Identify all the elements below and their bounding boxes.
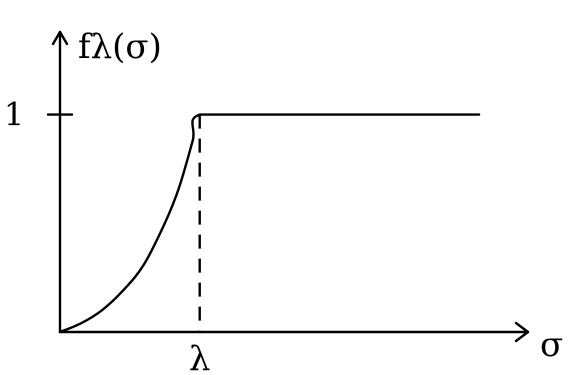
x-tick-label-lambda: λ: [189, 339, 211, 375]
x-axis-arrowhead: [514, 321, 530, 343]
y-axis-label: fλ(σ): [78, 27, 162, 67]
x-axis-label: σ: [540, 325, 563, 365]
y-axis-arrowhead: [51, 30, 69, 46]
y-tick-label-1: 1: [4, 96, 24, 134]
series-line: [58, 113, 481, 334]
